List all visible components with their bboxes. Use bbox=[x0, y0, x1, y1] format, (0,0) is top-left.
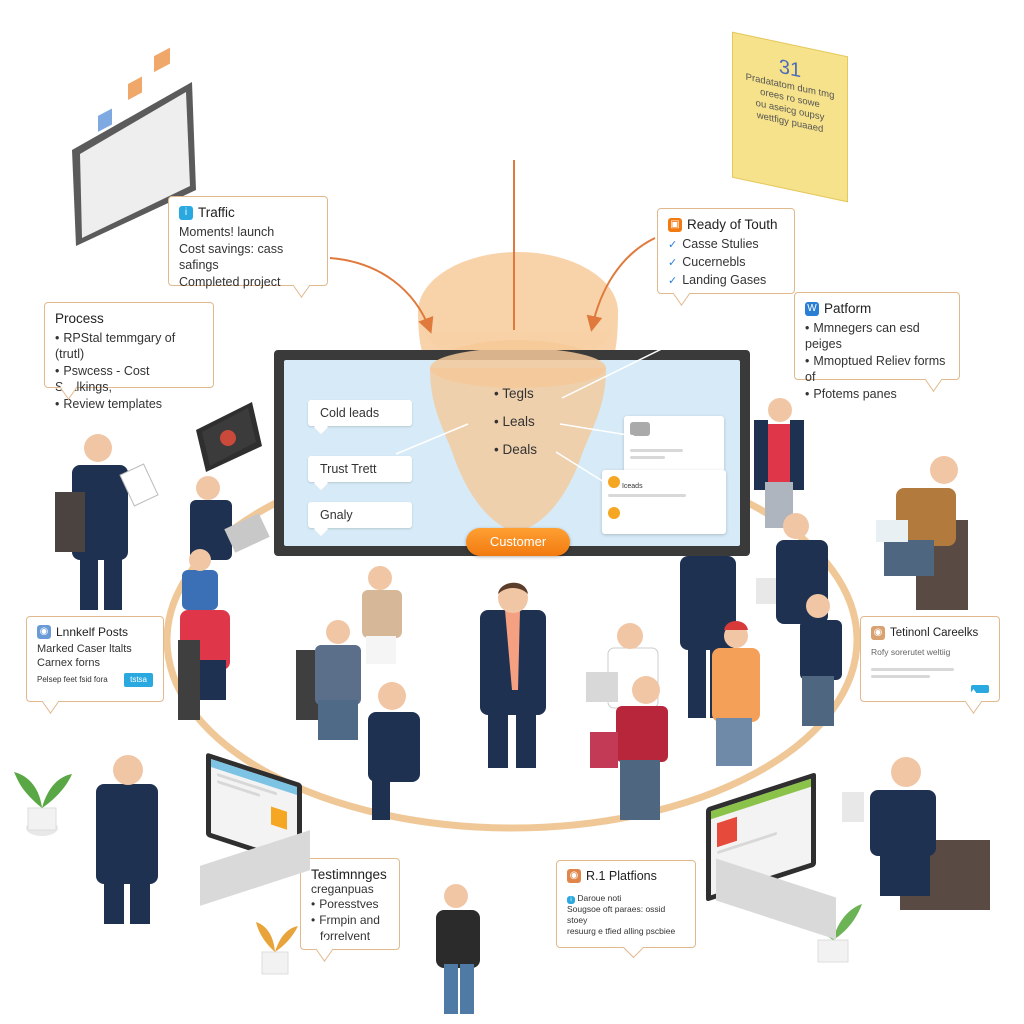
person-navy-woman bbox=[368, 682, 420, 820]
list-item: Marked Caser ltalts bbox=[37, 643, 132, 655]
lead-card-cold-leads[interactable]: Cold leads bbox=[308, 400, 412, 426]
arrow-right bbox=[586, 237, 656, 332]
callout-footer: Pelsep feet fsid fora bbox=[37, 675, 108, 684]
callout-title: Patform bbox=[824, 301, 872, 316]
list-item: Mmnegers can esd peiges bbox=[805, 320, 949, 352]
lead-card-gnaly[interactable]: Gnaly bbox=[308, 502, 412, 528]
list-item: Landing Gases bbox=[668, 272, 784, 289]
list-item: Poresstves bbox=[311, 897, 389, 912]
list-item: Carnex forns bbox=[37, 657, 100, 669]
person-seated-red bbox=[178, 583, 230, 720]
avatar-icon: ◉ bbox=[567, 869, 581, 883]
person-left-papers bbox=[72, 434, 159, 610]
person-seated-brown-jacket bbox=[876, 456, 968, 610]
callout-title: Process bbox=[55, 311, 104, 326]
customer-button[interactable]: Customer bbox=[466, 528, 570, 556]
person-standing-blue bbox=[182, 549, 218, 610]
callout-ready-of-touth: ▣ Ready of Touth Casse Stulies Cucernebl… bbox=[657, 208, 795, 294]
callout-title: Testimnnges bbox=[311, 867, 387, 882]
person-right-woman-navy bbox=[800, 594, 842, 726]
list-item: Casse Stulies bbox=[668, 236, 784, 253]
person-bottom-left-man bbox=[96, 755, 158, 924]
person-red-cap bbox=[712, 621, 760, 766]
list-item: Cost savings: cass safings bbox=[179, 242, 284, 272]
person-plaid-shirt bbox=[590, 676, 668, 820]
callout-testimnnges: Testimnnges creganpuas Poresstves Frmpin… bbox=[300, 858, 400, 950]
funnel-stage-leals: • Leals bbox=[494, 414, 535, 429]
list-item: Frmpin and bbox=[311, 913, 389, 928]
person-laptop-woman bbox=[190, 476, 270, 560]
callout-title: Lnnkelf Posts bbox=[56, 625, 129, 639]
callout-title: Ready of Touth bbox=[687, 217, 778, 232]
presenter-person bbox=[480, 582, 546, 768]
info-card-device[interactable] bbox=[624, 416, 724, 472]
callout-title: R.1 Platfions bbox=[586, 868, 657, 883]
list-item: Review templates bbox=[55, 396, 203, 412]
person-seated-grey bbox=[296, 620, 361, 740]
list-item: resuurg e tfied alling pscbiee bbox=[567, 926, 676, 936]
tablet-device-icon bbox=[196, 402, 262, 472]
linkedin-post-button[interactable]: tstsa bbox=[124, 673, 153, 687]
arrow-left bbox=[329, 257, 434, 334]
callout-process: Process RPStal temmgary of (trutl) Pswce… bbox=[44, 302, 214, 411]
callout-traffic: i Traffic Moments! launch Cost savings: … bbox=[168, 196, 328, 289]
info-card-label: Iceads bbox=[621, 483, 643, 490]
list-item: Daroue noti bbox=[577, 893, 622, 903]
person-bottom-center-woman bbox=[436, 884, 480, 1014]
person-beige-woman bbox=[362, 566, 402, 664]
chair-left bbox=[55, 492, 85, 552]
orange-circle-icon bbox=[608, 507, 620, 519]
list-item: Sougsoe oft paraes: ossid stoey bbox=[567, 904, 666, 925]
callout-subtitle: Rofy sorerutet weltiig bbox=[871, 647, 951, 657]
list-item: Mmoptued Reliev forms of bbox=[805, 353, 949, 385]
funnel-stage-deals: • Deals bbox=[494, 442, 537, 457]
info-icon: i bbox=[179, 206, 193, 220]
list-item: Cucernebls bbox=[668, 254, 784, 271]
person-bottom-right-man bbox=[842, 757, 990, 910]
info-card-leads[interactable]: Iceads bbox=[602, 470, 726, 534]
device-icon bbox=[630, 422, 650, 436]
lead-card-trust[interactable]: Trust Trett bbox=[308, 456, 412, 482]
plant-center-icon bbox=[256, 922, 298, 975]
callout-platform: W Patform Mmnegers can esd peiges Mmoptu… bbox=[794, 292, 960, 401]
callout-title: Tetinonl Careelks bbox=[890, 627, 979, 639]
list-item: Moments! launch bbox=[179, 225, 275, 239]
wall-monitor-icon bbox=[72, 47, 196, 246]
avatar-icon: ◉ bbox=[871, 626, 885, 640]
people-group bbox=[55, 398, 990, 1014]
list-item: Completed project bbox=[179, 275, 281, 289]
list-item: Pfotems panes bbox=[805, 386, 949, 402]
orange-badge-icon: ▣ bbox=[668, 218, 682, 232]
orange-circle-icon bbox=[608, 476, 620, 488]
blue-square-icon: W bbox=[805, 302, 819, 316]
callout-subtitle: creganpuas bbox=[311, 882, 374, 896]
list-item: forrelvent bbox=[320, 929, 371, 943]
callout-r1-platforms: ◉ R.1 Platfions i Daroue noti Sougsoe of… bbox=[556, 860, 696, 948]
info-icon: i bbox=[567, 896, 575, 904]
funnel-stage-tegls: • Tegls bbox=[494, 386, 534, 401]
testimonial-button[interactable] bbox=[971, 685, 989, 693]
callout-title: Traffic bbox=[198, 205, 235, 220]
callout-linkedin-posts: ◉ Lnnkelf Posts Marked Caser ltalts Carn… bbox=[26, 616, 164, 702]
list-item: RPStal temmgary of (trutl) bbox=[55, 330, 203, 362]
callout-testimonial-careelks: ◉ Tetinonl Careelks Rofy sorerutet welti… bbox=[860, 616, 1000, 702]
person-right-woman-red bbox=[754, 398, 804, 528]
plant-left-icon bbox=[14, 772, 72, 836]
avatar-icon: ◉ bbox=[37, 625, 51, 639]
